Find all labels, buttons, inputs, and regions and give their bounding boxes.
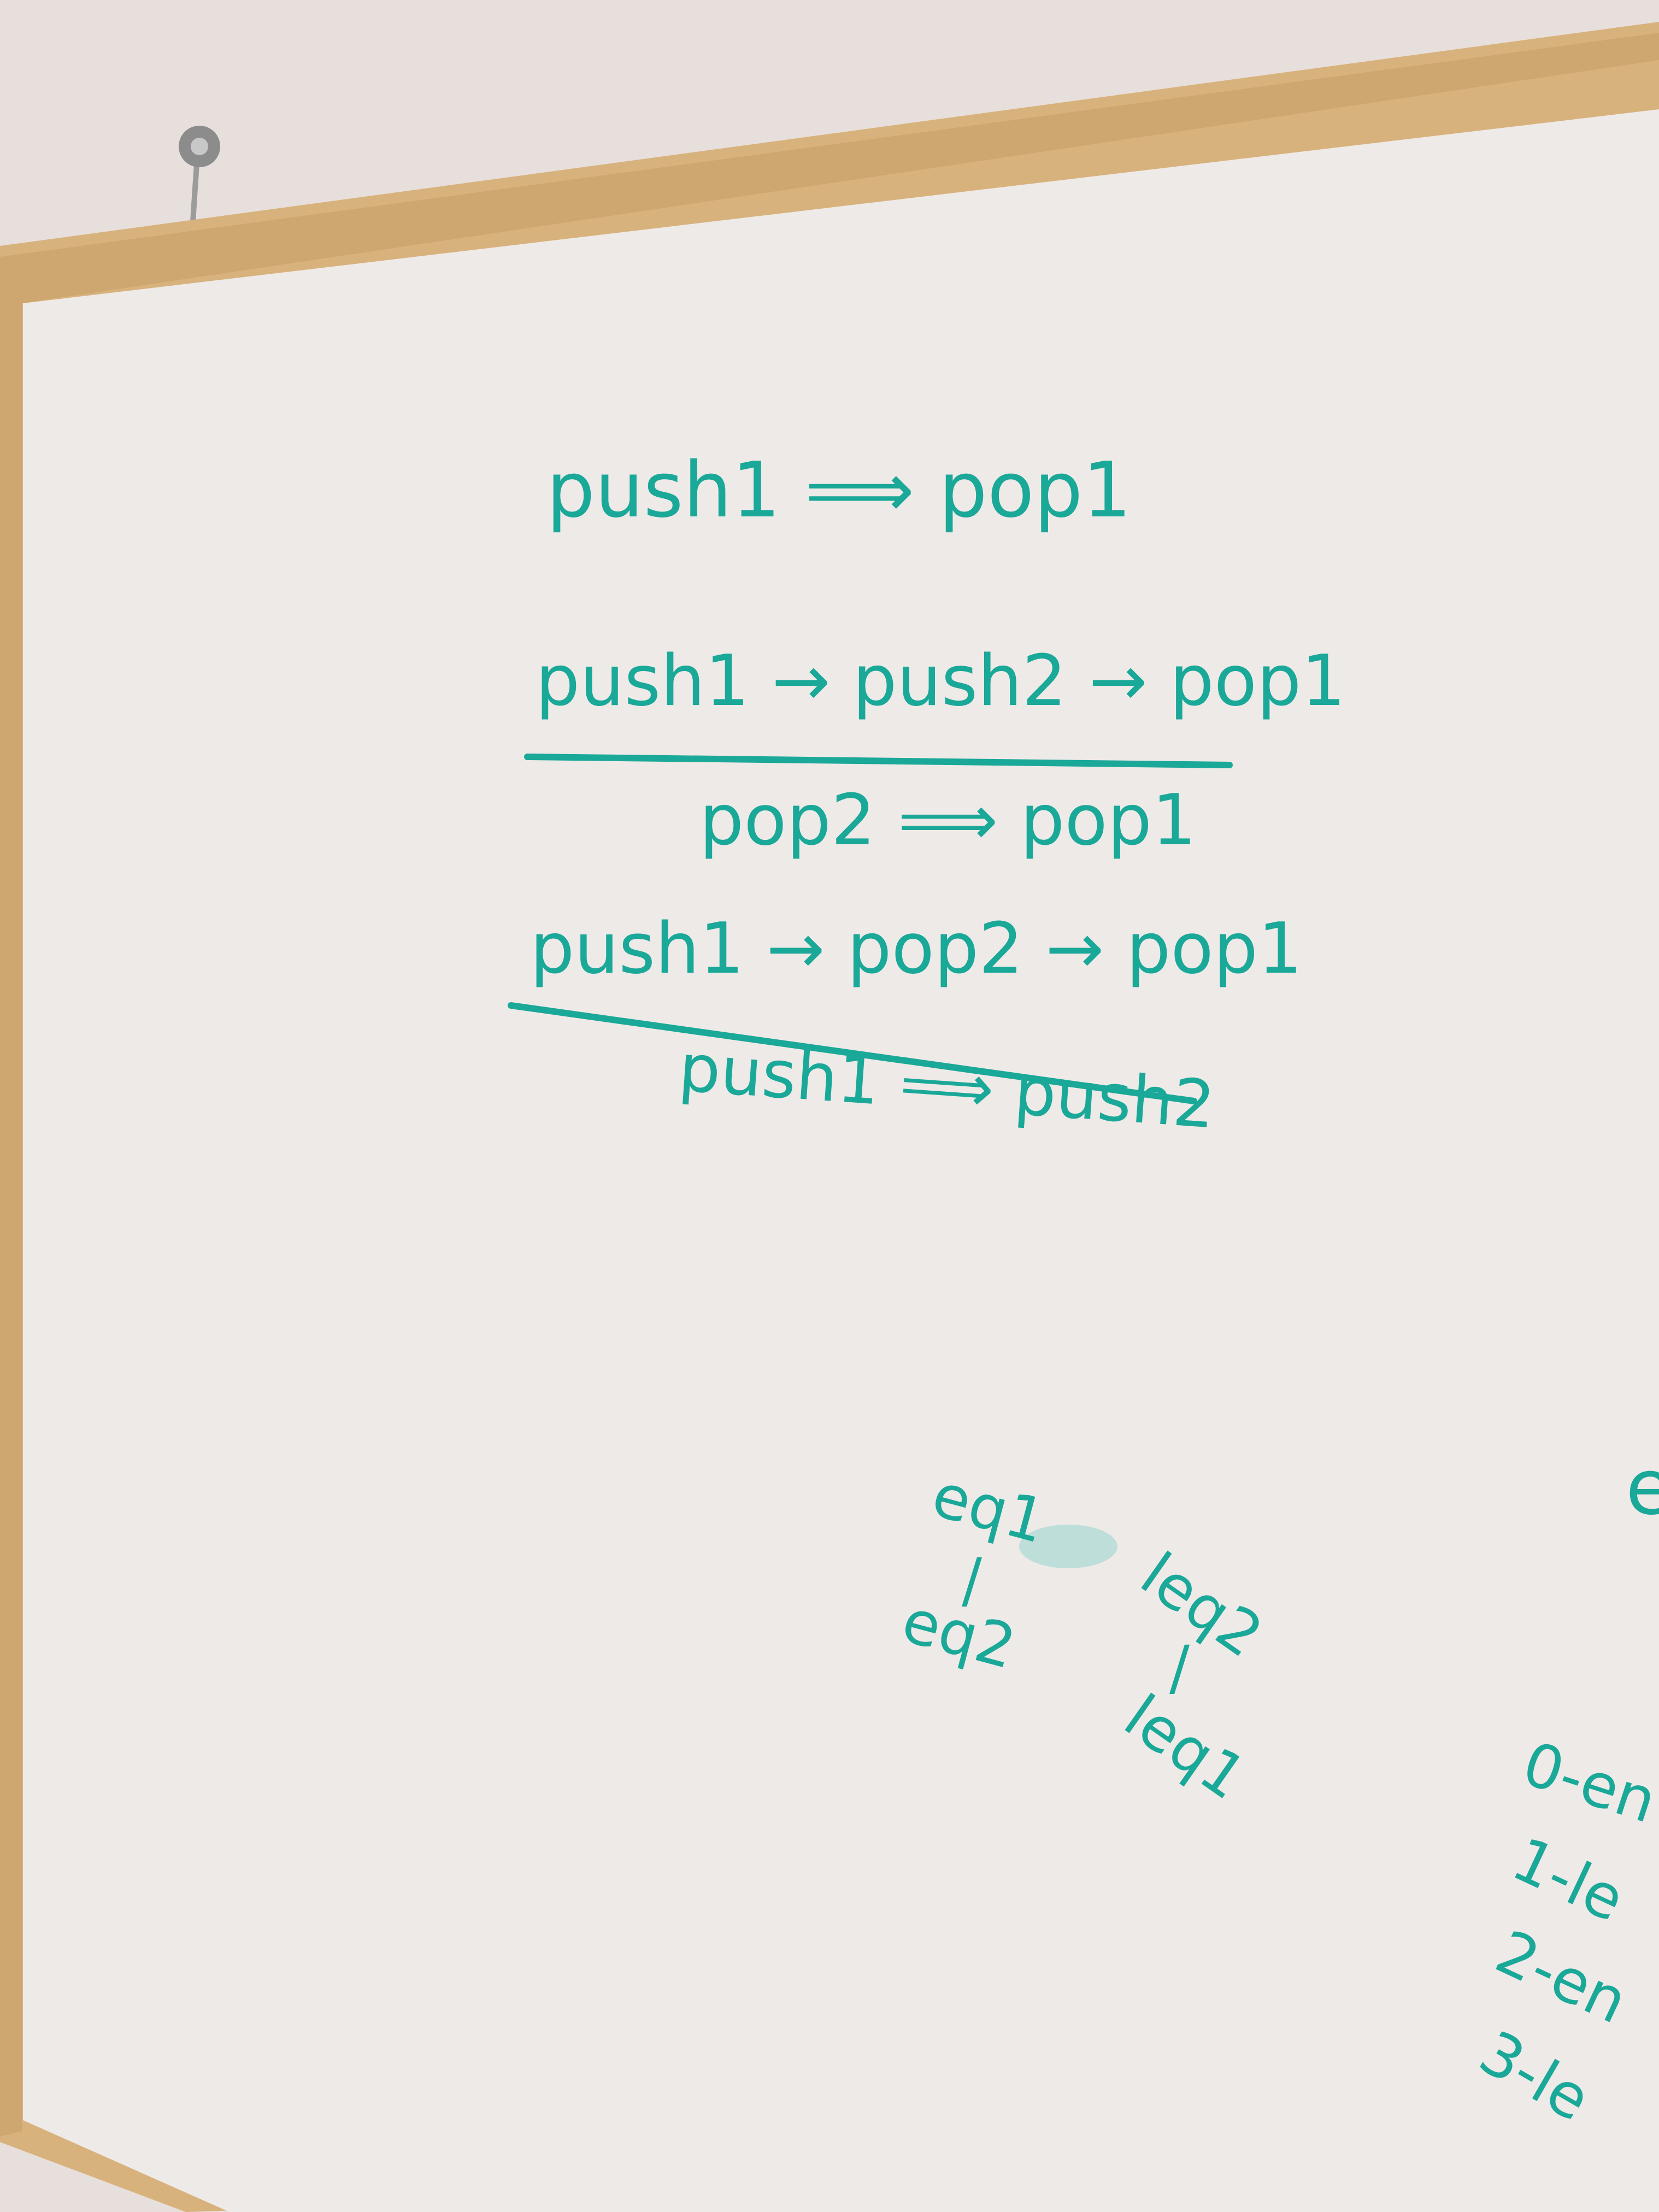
whiteboard-surface xyxy=(23,109,1659,2212)
right-edge-partial-e: e xyxy=(1626,1443,1659,1532)
eraser-smudge xyxy=(1019,1525,1117,1568)
whiteboard-frame-shadow xyxy=(0,33,1659,2137)
fraction-rule-1 xyxy=(524,754,1233,768)
magnet-hook-icon xyxy=(179,126,220,232)
fraction-rule-2 xyxy=(508,1002,1197,1104)
equation-line-4: push1 → pop2 → pop1 xyxy=(530,908,1302,990)
equation-line-2: push1 → push2 → pop1 xyxy=(536,640,1346,722)
equation-line-1: push1 ⟹ pop1 xyxy=(546,446,1132,535)
equation-line-3: pop2 ⟹ pop1 xyxy=(699,780,1196,861)
equation-block: push1 ⟹ pop1 push1 → push2 → pop1 pop2 ⟹… xyxy=(508,446,1346,1143)
lattice-link-left: / xyxy=(962,1545,983,1615)
lattice-link-right: / xyxy=(1169,1633,1190,1703)
